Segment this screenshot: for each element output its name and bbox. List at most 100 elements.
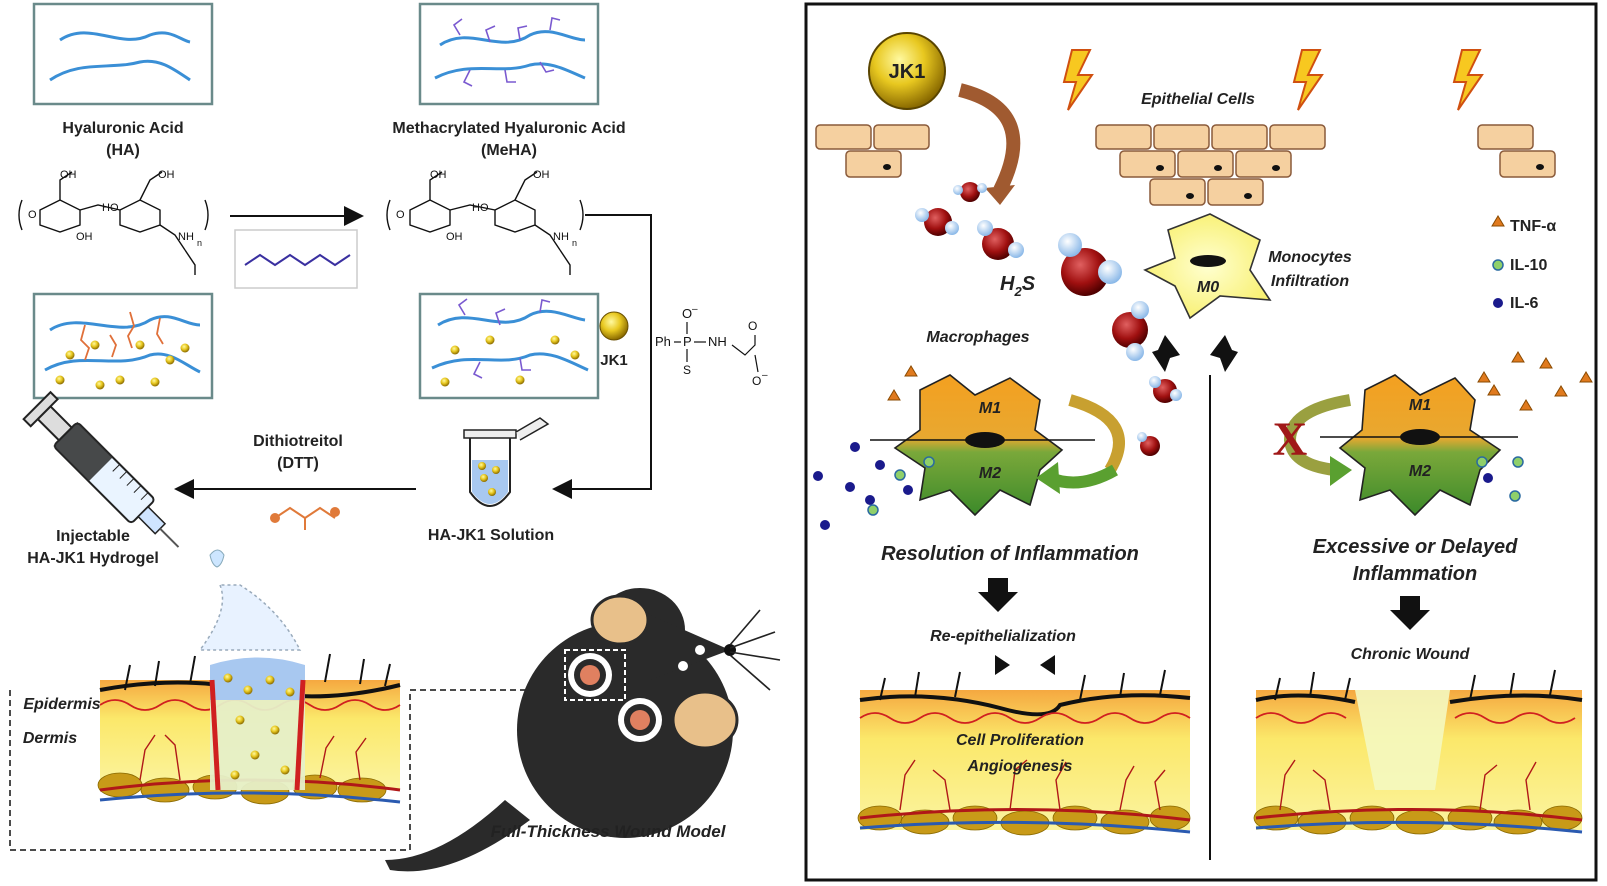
m0-nucleus: [1190, 255, 1226, 267]
h2s-molecules: [915, 182, 1182, 456]
jk1-structure: O – Ph P NH S O – O: [655, 304, 768, 388]
solution-label: HA-JK1 Solution: [428, 527, 554, 544]
ha-polymer-box: [32, 2, 214, 106]
droplet-icon: [209, 549, 225, 568]
anhydride-structure: [244, 253, 351, 267]
skin-section-healing: [857, 655, 1191, 836]
syringe-icon: [22, 390, 180, 548]
m2-right-label: M2: [1409, 463, 1431, 480]
m2-left-label: M2: [979, 465, 1001, 482]
meha-jk1-box: [418, 292, 600, 400]
blocked-x-mark: X: [1273, 413, 1308, 466]
cytokines-right: [1476, 351, 1593, 502]
meha-abbr: (MeHA): [481, 142, 537, 159]
angiogenesis-label: Angiogenesis: [967, 758, 1073, 775]
dtt-label: Dithiotreitol: [253, 433, 343, 450]
chem-p: P: [683, 334, 692, 349]
chem-minus-1: –: [692, 304, 698, 315]
jk1-small-ball: [599, 311, 629, 341]
ha-abbr: (HA): [106, 142, 140, 159]
injectable-line1: Injectable: [56, 528, 130, 545]
hydrogel-chain-2: [44, 352, 201, 374]
arrow-to-left: [1152, 335, 1180, 372]
chem-n-2: n: [572, 238, 577, 248]
epithelial-cells: [815, 124, 1556, 206]
arrow-down-right-1: [1390, 596, 1430, 630]
chem-oh-1: OH: [60, 169, 77, 181]
macrophages-label: Macrophages: [926, 329, 1029, 346]
chem-o-jk1: O: [748, 319, 757, 333]
blocked-arrow: [1283, 394, 1352, 476]
meha-label: Methacrylated Hyaluronic Acid: [392, 120, 625, 137]
tube-icon: [463, 417, 550, 507]
meha-jk1-chain-2: [431, 352, 589, 372]
chem-oh-4: OH: [430, 169, 447, 181]
cell-nuclei: [883, 164, 1544, 199]
chem-nh-2: NH: [553, 231, 569, 243]
injectable-line2: HA-JK1 Hydrogel: [27, 550, 159, 567]
meha-structure: [386, 171, 584, 275]
meha-polymer-box: [418, 2, 600, 106]
meha-chain-2: [434, 62, 586, 80]
legend-item-tnf: TNF-α: [1491, 215, 1556, 235]
lightning-icons: [1062, 49, 1484, 111]
ha-structure: [18, 171, 209, 275]
hydrogel-crosslinks: [79, 311, 164, 361]
meha-methacrylate-groups: [452, 17, 561, 87]
meha-jk1-groups: [457, 298, 551, 379]
callout-box: [9, 690, 411, 851]
arrow-to-right: [1210, 335, 1238, 372]
chem-nh-1: NH: [178, 231, 194, 243]
blocked-arrowhead: [1330, 456, 1352, 486]
wound-model-label: Full-Thickness Wound Model: [491, 822, 727, 841]
chem-s: S: [683, 363, 691, 377]
meha-jk1-particles: [440, 335, 580, 387]
epithelial-label: Epithelial Cells: [1141, 91, 1255, 108]
chem-oh-3: OH: [76, 231, 93, 243]
legend-label-tnf: TNF-α: [1510, 218, 1556, 235]
m1-to-m2-arrow-stem: [1068, 394, 1125, 474]
jk1-label: JK1: [889, 61, 926, 83]
chem-minus-2: –: [762, 370, 768, 381]
arrow-down-left-1: [978, 578, 1018, 612]
hydrogel-particles: [55, 340, 190, 390]
m0-label: M0: [1197, 279, 1219, 296]
chem-ho-2: HO: [472, 202, 489, 214]
legend-label-il6: IL-6: [1510, 295, 1539, 312]
left-panel: Hyaluronic Acid (HA) OH OH O HO OH NH n: [9, 2, 781, 872]
jk1-chip-label: JK1: [600, 352, 628, 369]
reepithelialization-label: Re-epithelialization: [930, 628, 1076, 645]
m1-right-label: M1: [1409, 397, 1431, 414]
excessive-line2: Inflammation: [1353, 563, 1477, 585]
chem-oh-6: OH: [446, 231, 463, 243]
cytokine-legend: TNF-α IL-10 IL-6: [1491, 215, 1556, 312]
chem-ph: Ph: [655, 334, 671, 349]
chem-oh-2: OH: [158, 169, 175, 181]
m1-to-m2-arrowhead: [1036, 462, 1060, 494]
dermis-label: Dermis: [23, 730, 77, 747]
chem-ho-1: HO: [102, 202, 119, 214]
connector-arrow: [552, 214, 652, 499]
legend-label-il10: IL-10: [1510, 257, 1547, 274]
right-panel: JK1 Epithelial Cells: [804, 2, 1598, 882]
skin-section-left: [97, 653, 401, 805]
monocytes-line2: Infiltration: [1271, 273, 1349, 290]
legend-item-il6: IL-6: [1493, 295, 1539, 312]
macrophage-left-nucleus: [965, 432, 1005, 448]
meha-jk1-chain-1: [437, 309, 586, 327]
macrophage-right-nucleus: [1400, 429, 1440, 445]
excessive-line1: Excessive or Delayed: [1313, 536, 1518, 558]
chronic-label: Chronic Wound: [1351, 646, 1471, 663]
ha-chain-1: [59, 31, 191, 44]
chem-o-1: O: [28, 209, 37, 221]
chem-n-1: n: [197, 238, 202, 248]
mouse-icon: [385, 588, 781, 872]
gel-spray: [198, 584, 302, 651]
dtt-structure: [270, 506, 340, 530]
chem-nh-jk1: NH: [708, 334, 727, 349]
chem-oh-5: OH: [533, 169, 550, 181]
jk1-ball: [868, 32, 946, 110]
m1-left-label: M1: [979, 400, 1001, 417]
meha-chain-1: [439, 30, 586, 47]
ha-label: Hyaluronic Acid: [62, 120, 183, 137]
